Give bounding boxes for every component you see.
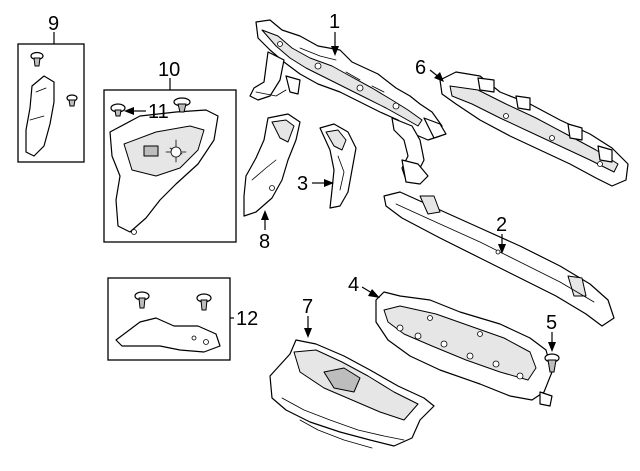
callout-6: 6: [415, 57, 426, 79]
callout-7: 7: [302, 296, 313, 318]
callout-3: 3: [297, 173, 308, 195]
part-6-lower-tie-bar: [439, 71, 629, 187]
box-10-clip-left: [110, 103, 126, 117]
callout-2: 2: [496, 214, 507, 236]
box-12-bracket: [115, 317, 221, 353]
box-10-clip-right: [173, 97, 191, 113]
callout-1: 1: [329, 11, 340, 33]
callout-labels: 1 2 3 4 5 6 7 8 9 10 11 12: [48, 11, 557, 334]
part-2-lower-bar: [383, 191, 615, 327]
box-9-bracket: [25, 75, 55, 157]
box-12-screw-right: [196, 293, 212, 311]
box-9: [17, 43, 85, 163]
callout-5: 5: [546, 312, 557, 334]
callout-9: 9: [48, 13, 59, 35]
callout-4: 4: [348, 274, 359, 296]
part-1-upper-tie-bar: [249, 19, 447, 185]
callout-12: 12: [236, 308, 258, 330]
part-3-bracket: [319, 123, 357, 209]
part-7-lower-deflector: [269, 339, 435, 449]
box-12-screw-left: [134, 291, 150, 309]
part-4-splash-shield: [375, 291, 553, 407]
callout-10: 10: [158, 59, 180, 81]
box-9-pin: [66, 94, 78, 107]
leader-lines: [53, 32, 556, 352]
part-5-push-pin: [544, 353, 560, 373]
box-10: [103, 89, 237, 243]
box-9-clip: [30, 51, 44, 67]
callout-8: 8: [259, 231, 270, 253]
part-8-side-panel: [243, 113, 301, 217]
callout-11: 11: [148, 101, 169, 123]
box-12: [107, 277, 231, 361]
